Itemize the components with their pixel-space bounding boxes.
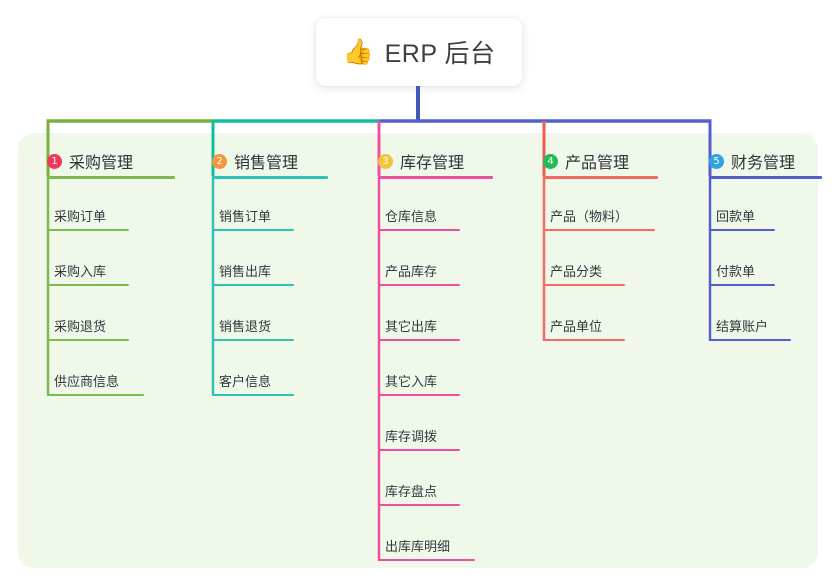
leaf-item[interactable]: 采购订单 bbox=[32, 201, 192, 231]
leaf-item[interactable]: 仓库信息 bbox=[363, 201, 523, 231]
leaf-item-rule bbox=[378, 559, 475, 561]
root-node-erp-backend[interactable]: 👍 ERP 后台 bbox=[316, 18, 522, 86]
column-badge-5: 5 bbox=[709, 153, 724, 169]
leaf-item[interactable]: 采购退货 bbox=[32, 311, 192, 341]
leaf-item-rule bbox=[543, 284, 625, 286]
leaf-item[interactable]: 销售退货 bbox=[197, 311, 357, 341]
column-header-4[interactable]: 4 产品管理 bbox=[528, 145, 698, 177]
leaf-item-label: 付款单 bbox=[716, 264, 756, 279]
leaf-item-rule bbox=[378, 449, 460, 451]
leaf-item-rule bbox=[543, 229, 655, 231]
thumbs-up-icon: 👍 bbox=[342, 37, 374, 66]
column-badge-1: 1 bbox=[47, 153, 62, 169]
column-title-5: 财务管理 bbox=[731, 155, 796, 172]
leaf-item[interactable]: 销售订单 bbox=[197, 201, 357, 231]
column-rule-2 bbox=[212, 176, 328, 179]
column-1: 1 采购管理采购订单采购入库采购退货供应商信息 bbox=[32, 145, 192, 396]
leaf-item-label: 采购退货 bbox=[54, 319, 107, 334]
leaf-item-rule bbox=[212, 339, 294, 341]
leaf-item[interactable]: 付款单 bbox=[694, 256, 819, 286]
leaf-item-label: 产品（物料） bbox=[550, 209, 629, 224]
leaf-item-rule bbox=[543, 339, 625, 341]
leaf-item-rule bbox=[709, 284, 775, 286]
leaf-item-rule bbox=[47, 284, 129, 286]
leaf-item[interactable]: 库存盘点 bbox=[363, 476, 523, 506]
column-4: 4 产品管理产品（物料） 产品分类产品单位 bbox=[528, 145, 698, 341]
leaf-item-label: 其它入库 bbox=[385, 374, 438, 389]
leaf-item-label: 出库库明细 bbox=[385, 539, 451, 554]
column-title-1: 采购管理 bbox=[69, 155, 134, 172]
column-rule-4 bbox=[543, 176, 658, 179]
column-badge-4: 4 bbox=[543, 153, 558, 169]
leaf-item[interactable]: 库存调拨 bbox=[363, 421, 523, 451]
leaf-item[interactable]: 产品（物料） bbox=[528, 201, 698, 231]
column-title-4: 产品管理 bbox=[565, 155, 630, 172]
column-title-3: 库存管理 bbox=[400, 155, 465, 172]
leaf-item-label: 结算账户 bbox=[716, 319, 769, 334]
leaf-item-label: 回款单 bbox=[716, 209, 756, 224]
leaf-item-rule bbox=[378, 504, 460, 506]
leaf-item-label: 采购入库 bbox=[54, 264, 107, 279]
root-node-title: ERP 后台 bbox=[384, 40, 496, 68]
leaf-item-label: 销售订单 bbox=[219, 209, 272, 224]
leaf-item-label: 客户信息 bbox=[219, 374, 272, 389]
column-header-5[interactable]: 5 财务管理 bbox=[694, 145, 819, 177]
column-header-2[interactable]: 2 销售管理 bbox=[197, 145, 357, 177]
leaf-item-label: 其它出库 bbox=[385, 319, 438, 334]
leaf-item[interactable]: 出库库明细 bbox=[363, 531, 523, 561]
leaf-item-rule bbox=[709, 229, 775, 231]
leaf-item-rule bbox=[47, 339, 129, 341]
column-title-2: 销售管理 bbox=[234, 155, 299, 172]
leaf-item-rule bbox=[378, 394, 460, 396]
column-rule-5 bbox=[709, 176, 822, 179]
leaf-item-label: 产品分类 bbox=[550, 264, 603, 279]
leaf-item-label: 库存调拨 bbox=[385, 429, 438, 444]
leaf-item-rule bbox=[47, 394, 144, 396]
leaf-item[interactable]: 产品单位 bbox=[528, 311, 698, 341]
leaf-item[interactable]: 回款单 bbox=[694, 201, 819, 231]
leaf-item[interactable]: 客户信息 bbox=[197, 366, 357, 396]
leaf-item-rule bbox=[212, 284, 294, 286]
leaf-item-label: 仓库信息 bbox=[385, 209, 438, 224]
leaf-item[interactable]: 其它入库 bbox=[363, 366, 523, 396]
column-5: 5 财务管理回款单付款单结算账户 bbox=[694, 145, 822, 341]
diagram-panel bbox=[18, 133, 818, 568]
leaf-item-rule bbox=[709, 339, 791, 341]
column-rule-3 bbox=[378, 176, 493, 179]
column-badge-3: 3 bbox=[378, 153, 393, 169]
column-3: 3 库存管理仓库信息产品库存其它出库其它入库库存调拨库存盘点出库库明细 bbox=[363, 145, 523, 561]
leaf-item-rule bbox=[378, 284, 460, 286]
leaf-item[interactable]: 结算账户 bbox=[694, 311, 819, 341]
leaf-item-rule bbox=[212, 394, 294, 396]
leaf-item[interactable]: 采购入库 bbox=[32, 256, 192, 286]
leaf-item[interactable]: 产品分类 bbox=[528, 256, 698, 286]
column-rule-1 bbox=[47, 176, 175, 179]
leaf-item-label: 采购订单 bbox=[54, 209, 107, 224]
leaf-item-label: 产品单位 bbox=[550, 319, 603, 334]
leaf-item-label: 供应商信息 bbox=[54, 374, 120, 389]
leaf-item-rule bbox=[378, 339, 460, 341]
leaf-item[interactable]: 销售出库 bbox=[197, 256, 357, 286]
leaf-item-label: 产品库存 bbox=[385, 264, 438, 279]
leaf-item-label: 库存盘点 bbox=[385, 484, 438, 499]
column-2: 2 销售管理销售订单销售出库销售退货客户信息 bbox=[197, 145, 357, 396]
column-badge-2: 2 bbox=[212, 153, 227, 169]
leaf-item[interactable]: 供应商信息 bbox=[32, 366, 192, 396]
column-header-1[interactable]: 1 采购管理 bbox=[32, 145, 192, 177]
column-header-3[interactable]: 3 库存管理 bbox=[363, 145, 523, 177]
leaf-item[interactable]: 其它出库 bbox=[363, 311, 523, 341]
leaf-item-label: 销售出库 bbox=[219, 264, 272, 279]
leaf-item-rule bbox=[378, 229, 460, 231]
leaf-item-rule bbox=[47, 229, 129, 231]
leaf-item-label: 销售退货 bbox=[219, 319, 272, 334]
leaf-item[interactable]: 产品库存 bbox=[363, 256, 523, 286]
leaf-item-rule bbox=[212, 229, 294, 231]
